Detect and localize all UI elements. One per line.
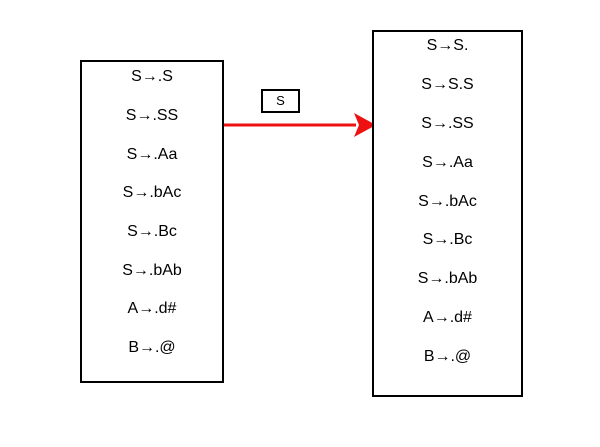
source-item: S→.SS	[125, 107, 179, 124]
target-item: S→S.S	[421, 76, 474, 93]
source-item: A→.d#	[127, 300, 177, 317]
transition-symbol-label: S	[276, 93, 285, 108]
target-item: S→.SS	[421, 115, 474, 132]
transition-symbol-box: S	[261, 89, 300, 113]
source-item: B→.@	[128, 339, 176, 356]
target-item: S→.bAc	[418, 193, 477, 210]
target-item: S→.Aa	[422, 154, 473, 171]
target-item: A→.d#	[423, 309, 472, 326]
target-item: S→.bAb	[417, 270, 478, 287]
source-item: S→.bAb	[122, 262, 182, 279]
target-item-set-box: S→S. S→S.S S→.SS S→.Aa S→.bAc S→.Bc S→.b…	[372, 30, 523, 397]
source-item-set-box: S→.S S→.SS S→.Aa S→.bAc S→.Bc S→.bAb A→.…	[80, 60, 224, 383]
target-item: S→S.	[426, 37, 469, 54]
source-item: S→.bAc	[122, 184, 182, 201]
source-item: S→.Aa	[126, 146, 178, 163]
source-item: S→.S	[131, 68, 173, 85]
target-item: B→.@	[423, 348, 472, 365]
target-item: S→.Bc	[422, 231, 473, 248]
source-item: S→.Bc	[127, 223, 177, 240]
